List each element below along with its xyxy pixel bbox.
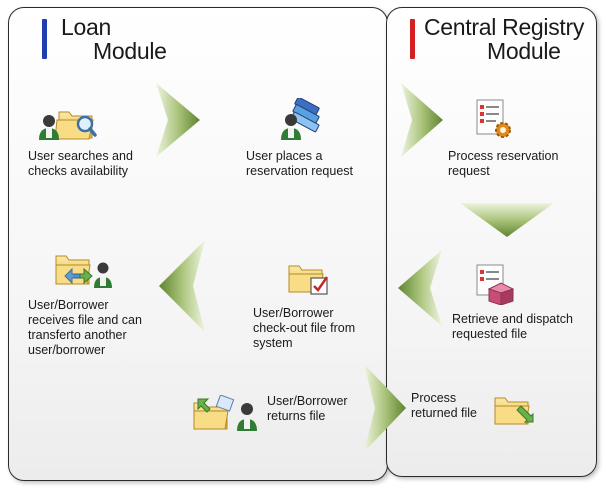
folder-arrow-down-icon [494, 397, 534, 425]
step-checkout-line1: User/Borrower [253, 306, 334, 320]
step-receive-line3: transferto another [28, 328, 127, 342]
folder-check-icon [288, 265, 329, 295]
step-reserve-line1: User places a [246, 149, 323, 163]
step-receive-line1: User/Borrower [28, 298, 109, 312]
central-accent-bar [410, 19, 415, 59]
folder-return-user-icon [193, 395, 257, 431]
step-receive-line4: user/borrower [28, 343, 106, 357]
step-return-line1: User/Borrower [267, 394, 348, 408]
flow-arrow-right-3 [364, 364, 406, 452]
step-process-line1: Process reservation [448, 149, 559, 163]
step-dispatch-caption: Retrieve and dispatch requested file [452, 312, 573, 342]
step-returned-line2: returned file [411, 406, 478, 420]
folder-transfer-user-icon [55, 255, 112, 288]
loan-title: Loan Module [61, 15, 167, 63]
step-process-line2: request [448, 164, 490, 178]
flow-arrow-right-1 [156, 83, 200, 157]
central-title-line1: Central Registry [424, 14, 585, 40]
step-reserve-caption: User places a reservation request [246, 149, 353, 179]
user-books-icon [281, 98, 320, 140]
central-title: Central Registry Module [424, 15, 584, 63]
checklist-gear-icon [476, 99, 511, 138]
step-returned-caption: Process returned file [411, 391, 477, 421]
flow-arrow-down [460, 203, 554, 237]
step-return-line2: returns file [267, 409, 326, 423]
step-returned-line1: Process [411, 391, 457, 405]
checklist-box-icon [476, 264, 515, 305]
step-reserve-line2: reservation request [246, 164, 354, 178]
step-search-caption: User searches and checks availability [28, 149, 133, 179]
step-checkout-line3: system [253, 336, 293, 350]
step-dispatch-line1: Retrieve and dispatch [452, 312, 573, 326]
user-search-folder-icon [39, 111, 97, 140]
step-checkout-caption: User/Borrower check-out file from system [253, 306, 355, 351]
central-title-line2: Module [487, 38, 561, 64]
step-process-caption: Process reservation request [448, 149, 558, 179]
loan-title-line1: Loan [61, 14, 111, 40]
flow-arrow-left-1 [398, 250, 442, 326]
step-search-line2: checks availability [28, 164, 129, 178]
central-registry-panel [386, 7, 597, 477]
loan-accent-bar [42, 19, 47, 59]
step-receive-caption: User/Borrower receives file and can tran… [28, 298, 142, 358]
step-receive-line2: receives file and can [28, 313, 142, 327]
flow-arrow-right-2 [401, 83, 443, 157]
step-return-caption: User/Borrower returns file [267, 394, 348, 424]
step-search-line1: User searches and [28, 149, 133, 163]
flow-arrow-left-2 [159, 240, 205, 332]
step-dispatch-line2: requested file [452, 327, 528, 341]
loan-title-line2: Module [93, 38, 167, 64]
step-checkout-line2: check-out file from [253, 321, 356, 335]
